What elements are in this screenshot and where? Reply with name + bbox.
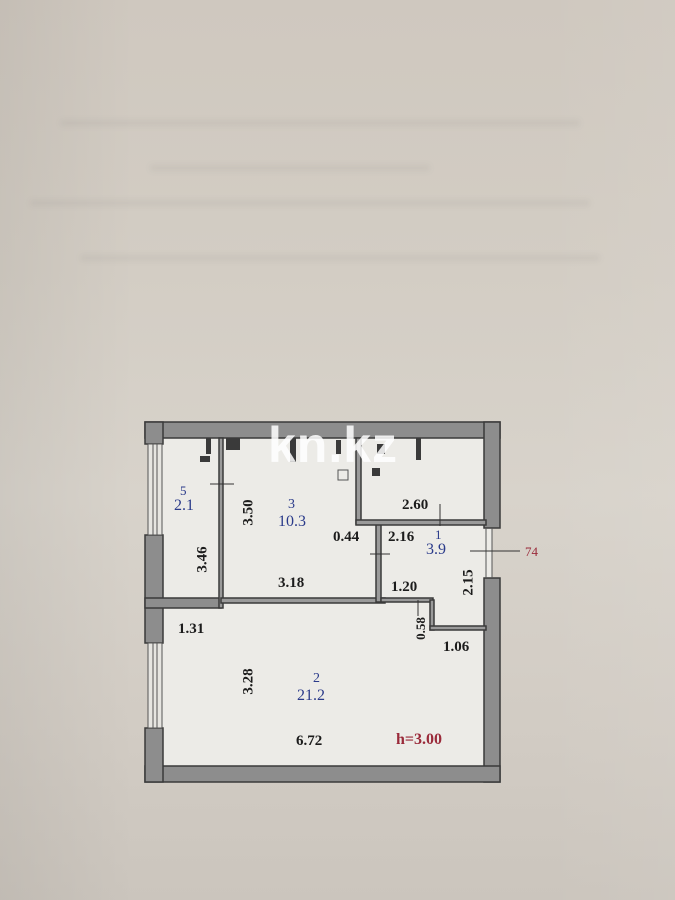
- room-5-dimension: 3.46: [194, 546, 211, 573]
- room-2-number: 2: [313, 671, 320, 686]
- ceiling-height: h=3.00: [396, 731, 443, 748]
- bleed-through-line: [150, 165, 430, 171]
- room-3-dimension-width: 3.18: [278, 575, 305, 591]
- bleed-through-line: [30, 200, 590, 206]
- room-1-dimension-height: 2.15: [460, 569, 477, 596]
- room-1-number: 1: [435, 527, 442, 542]
- fixtures: [200, 438, 421, 476]
- entrance-mark: 74: [525, 544, 538, 559]
- room-5-area: 2.1: [174, 497, 194, 514]
- room-3-area: 10.3: [278, 513, 306, 530]
- room-5-number: 5: [180, 483, 187, 498]
- bathroom-dimension-width: 2.60: [402, 497, 429, 513]
- room-3-dimension-height: 3.50: [240, 499, 257, 526]
- entrance-door: [470, 528, 520, 578]
- room-2-dimension-width: 6.72: [296, 733, 323, 749]
- walls: [144, 421, 501, 783]
- room-2-dimension-height: 3.28: [240, 668, 257, 695]
- room-1-area: 3.9: [426, 541, 446, 558]
- windows: [147, 443, 163, 729]
- bleed-through-line: [60, 120, 580, 126]
- room-3-dimension-opening: 0.44: [333, 529, 360, 545]
- room-3-number: 3: [288, 497, 295, 512]
- room-2-niche-depth: 0.58: [412, 617, 428, 640]
- dimension-ticks: [210, 483, 441, 616]
- room-2-niche-width: 1.06: [443, 639, 470, 655]
- bleed-through-line: [80, 255, 600, 261]
- room-2-area: 21.2: [297, 687, 325, 704]
- sink-icon: [337, 469, 349, 481]
- room-1-dimension-opening: 1.20: [391, 579, 418, 595]
- room-1-dimension-width: 2.16: [388, 529, 415, 545]
- watermark-logo: kn.kz: [268, 417, 399, 473]
- room-2-dimension-offset: 1.31: [178, 621, 205, 637]
